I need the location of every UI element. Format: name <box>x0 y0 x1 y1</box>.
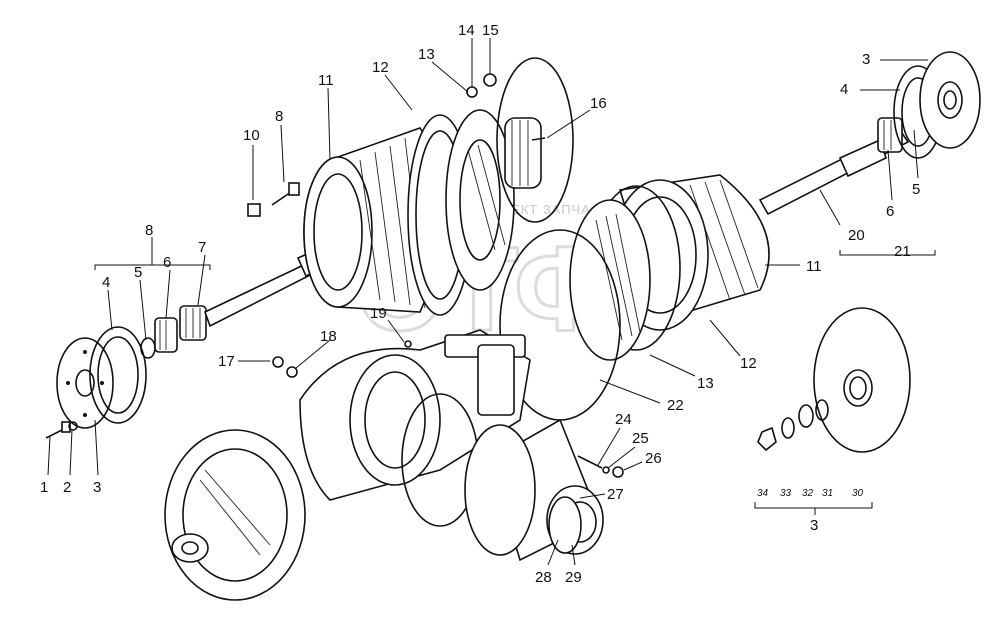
callout-13: 13 <box>418 46 435 63</box>
hub-bolts-part <box>247 182 300 217</box>
right-bearing-part <box>877 117 903 153</box>
upper-pin-part <box>531 137 546 141</box>
left-gasket-part <box>89 326 147 424</box>
callout-21: 21 <box>894 243 911 260</box>
left-ring-part <box>140 337 156 359</box>
washer-part <box>602 466 610 474</box>
callout-34: 34 <box>757 488 769 499</box>
callout-18: 18 <box>320 328 337 345</box>
nut-part <box>612 466 624 478</box>
housing-washer-part <box>286 366 298 378</box>
upper-washer-part <box>466 86 478 98</box>
callout-labels: 1 2 3 4 5 6 7 8 8 10 11 12 13 14 15 16 3… <box>40 22 920 586</box>
callout-6-right: 6 <box>886 203 894 220</box>
callout-5: 5 <box>134 264 142 281</box>
callout-13-right: 13 <box>697 375 714 392</box>
callout-1: 1 <box>40 479 48 496</box>
upper-sun-gear-part <box>504 117 542 189</box>
brake-drum-part <box>164 429 306 601</box>
left-nut-part <box>154 317 178 353</box>
callout-29: 29 <box>565 569 582 586</box>
callout-11-right: 11 <box>806 258 822 275</box>
callout-25: 25 <box>632 430 649 447</box>
axle-housing-part <box>299 329 531 501</box>
callout-8: 8 <box>275 108 283 125</box>
callout-33: 33 <box>780 488 792 499</box>
callout-3: 3 <box>93 479 101 496</box>
callout-8-group: 8 <box>145 222 153 239</box>
housing-bolt-part <box>272 356 284 368</box>
nut-34-part <box>757 426 777 452</box>
left-bolt-part <box>45 421 78 439</box>
callout-30: 30 <box>852 488 864 499</box>
stud-part <box>577 455 603 469</box>
callout-26: 26 <box>645 450 662 467</box>
callout-24: 24 <box>615 411 632 428</box>
lower-carrier-part <box>569 199 651 361</box>
callout-7: 7 <box>198 239 206 256</box>
callout-2: 2 <box>63 479 71 496</box>
right-lower-cover-part <box>813 307 911 453</box>
callout-14: 14 <box>458 22 475 39</box>
callout-12-right: 12 <box>740 355 757 372</box>
left-cover-part <box>56 337 114 429</box>
callout-5-right: 5 <box>912 181 920 198</box>
diff-flange-part <box>548 496 582 554</box>
callout-15: 15 <box>482 22 499 39</box>
housing-plug-part <box>404 340 412 348</box>
callout-4: 4 <box>102 274 110 291</box>
callout-11: 11 <box>318 72 334 89</box>
callout-16: 16 <box>590 95 607 112</box>
callout-27: 27 <box>607 486 624 503</box>
callout-32: 32 <box>802 488 814 499</box>
callout-28: 28 <box>535 569 552 586</box>
upper-nut-part <box>483 73 497 87</box>
callout-17: 17 <box>218 353 235 370</box>
diff-carrier-part <box>464 418 604 562</box>
callout-3-lower: 3 <box>810 517 818 534</box>
right-half-shaft-part <box>758 128 910 216</box>
callout-4-right: 4 <box>840 81 848 98</box>
upper-carrier-part <box>445 109 515 291</box>
callout-20: 20 <box>848 227 865 244</box>
callout-6: 6 <box>163 254 171 271</box>
callout-3-right: 3 <box>862 51 870 68</box>
callout-22: 22 <box>667 397 684 414</box>
left-bearing-part <box>179 305 207 341</box>
ring-31-part <box>815 399 829 421</box>
callout-19: 19 <box>370 305 387 322</box>
callout-31: 31 <box>822 488 833 499</box>
callout-10: 10 <box>243 127 260 144</box>
callout-12: 12 <box>372 59 389 76</box>
leader-lines <box>47 38 936 566</box>
ring-32-part <box>798 404 814 428</box>
upper-seal-ring-part <box>496 57 574 223</box>
ring-33-part <box>781 417 795 439</box>
right-cover-part <box>919 51 981 149</box>
